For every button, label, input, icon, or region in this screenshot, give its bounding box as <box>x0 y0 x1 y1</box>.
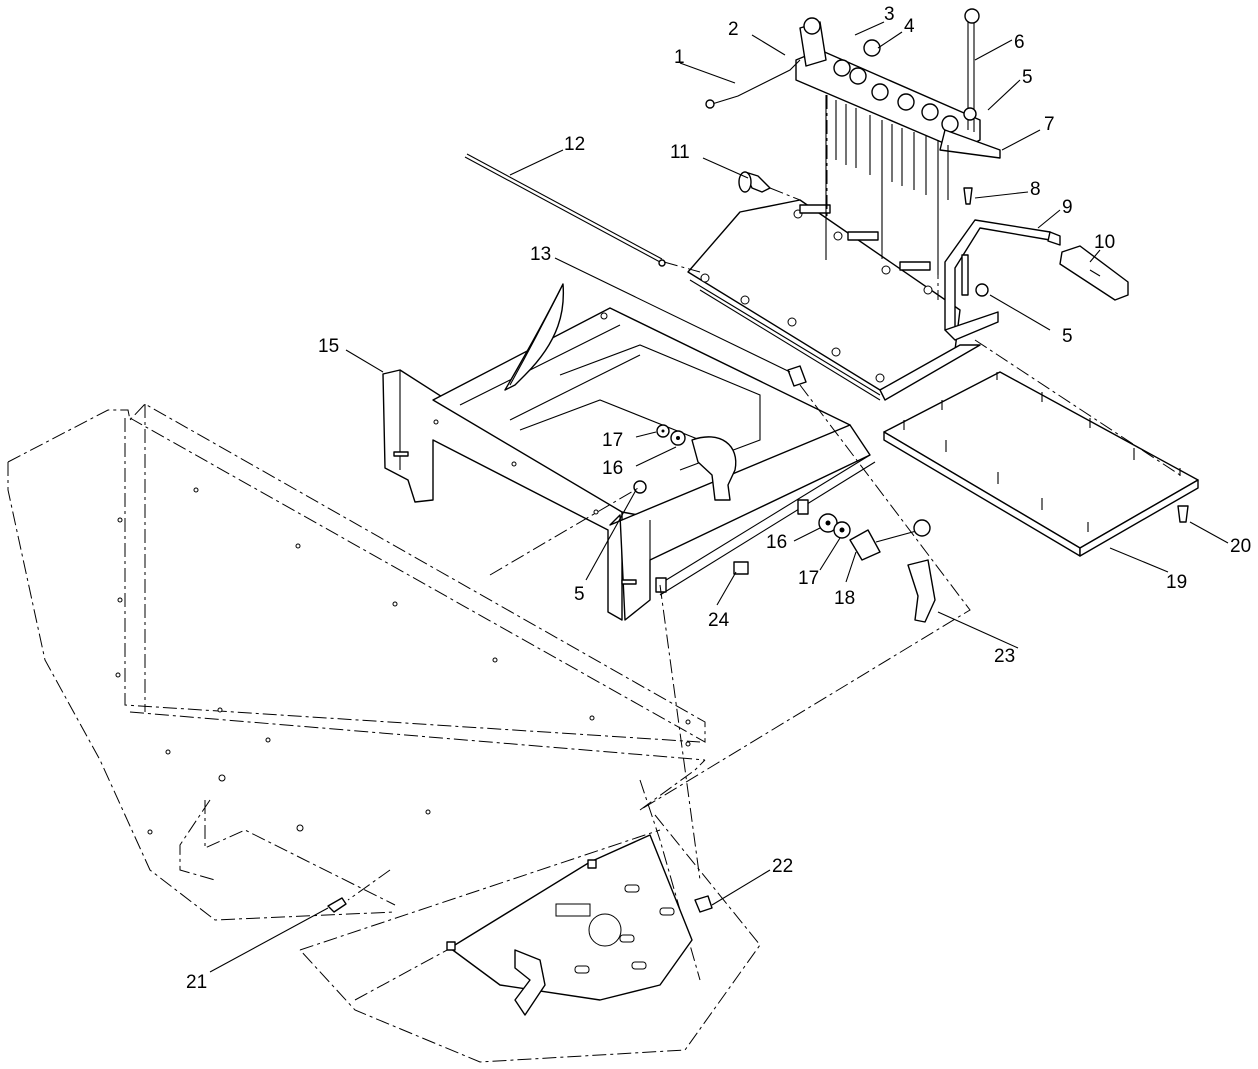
washer-pair-upper <box>656 424 686 446</box>
handle-grip <box>1059 245 1129 301</box>
callout-22: 22 <box>772 856 793 877</box>
nut-center <box>633 480 647 494</box>
washer-pair-lower <box>818 513 851 539</box>
callout-20: 20 <box>1230 536 1251 557</box>
spreader-chute <box>687 199 981 401</box>
agitator-assembly <box>795 8 1001 275</box>
callout-5-top: 5 <box>1022 67 1033 88</box>
callout-19: 19 <box>1166 572 1187 593</box>
bolt-21 <box>327 897 347 913</box>
assembly-centerlines <box>347 95 1181 901</box>
lower-frame-bracket <box>446 834 693 1016</box>
adjust-knob <box>849 519 931 561</box>
nut-top <box>963 107 977 121</box>
handle-bracket <box>944 219 1061 341</box>
bottom-plate <box>883 371 1199 557</box>
callout-11: 11 <box>670 142 690 163</box>
nut-right <box>975 283 989 297</box>
callout-17-lower: 17 <box>798 568 819 589</box>
callout-23: 23 <box>994 646 1015 667</box>
callout-10: 10 <box>1094 232 1115 253</box>
callout-2: 2 <box>728 19 739 40</box>
callout-1: 1 <box>674 47 685 68</box>
lever-plate <box>907 559 936 623</box>
callout-15: 15 <box>318 336 339 357</box>
callout-8: 8 <box>1030 179 1041 200</box>
callout-13: 13 <box>530 244 551 265</box>
main-frame <box>382 283 876 621</box>
callout-7: 7 <box>1044 114 1055 135</box>
callout-18: 18 <box>834 588 855 609</box>
callout-17-upper: 17 <box>602 430 623 451</box>
callout-labels: 1 2 3 4 5 6 7 8 9 10 11 12 13 15 17 16 5… <box>186 4 1251 993</box>
callout-3: 3 <box>884 4 895 25</box>
screw-20 <box>1177 505 1189 523</box>
leader-lines <box>209 21 1229 973</box>
bushing <box>738 171 771 193</box>
callout-16-lower: 16 <box>766 532 787 553</box>
hopper-phantom <box>7 403 761 1063</box>
long-rod <box>464 153 666 267</box>
callout-16-upper: 16 <box>602 458 623 479</box>
callout-24: 24 <box>708 610 730 631</box>
callout-12: 12 <box>564 134 585 155</box>
screw-8 <box>963 187 973 205</box>
decal <box>733 561 749 575</box>
control-cable <box>705 59 801 109</box>
bolt-22 <box>694 895 713 913</box>
callout-4: 4 <box>904 16 915 37</box>
callout-21: 21 <box>186 972 207 993</box>
callout-5-center: 5 <box>574 584 585 605</box>
callout-5-right: 5 <box>1062 326 1073 347</box>
callout-9: 9 <box>1062 197 1073 218</box>
callout-6: 6 <box>1014 32 1025 53</box>
pin-13 <box>787 365 807 387</box>
